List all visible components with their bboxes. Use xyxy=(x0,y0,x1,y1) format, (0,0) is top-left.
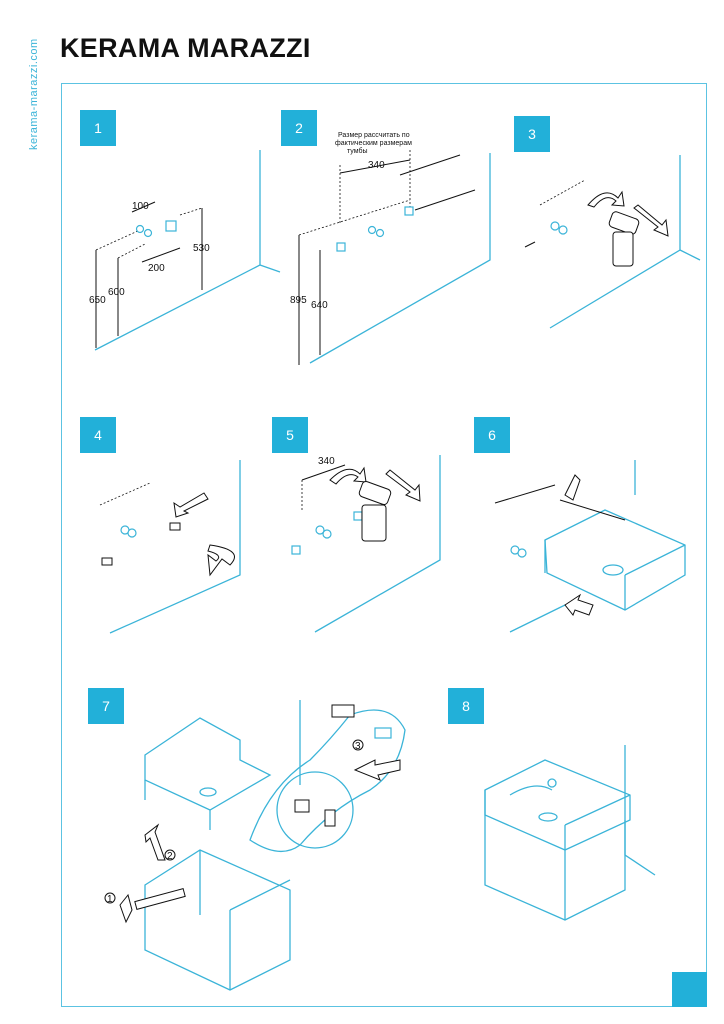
step6-push-arrow-icon xyxy=(564,593,594,616)
step1-dim-100 xyxy=(131,201,156,213)
step7-diagram: 2 1 3 xyxy=(104,700,406,991)
step4-diagram xyxy=(99,460,241,634)
step-badge-8: 8 xyxy=(448,688,484,724)
step5-label-340: 340 xyxy=(318,456,335,467)
step2-wall-corner xyxy=(309,153,491,364)
step7-bracket-detail-icon xyxy=(294,799,310,813)
step5-move-arrow-icon xyxy=(385,469,421,502)
step7-callout-3-label: 3 xyxy=(355,741,361,752)
step-badge-6: 6 xyxy=(474,417,510,453)
step3-dowel-icon xyxy=(524,241,536,248)
step-badge-5: 5 xyxy=(272,417,308,453)
step4-turn-arrow-icon xyxy=(207,544,235,577)
step1-wall-corner xyxy=(94,150,261,351)
step5-drill-icon xyxy=(358,480,392,506)
step3-rotate-arrow-icon xyxy=(587,190,625,208)
step-badge-3: 3 xyxy=(514,116,550,152)
step7-callout-3 xyxy=(352,739,364,751)
step1-label-100: 100 xyxy=(132,201,149,212)
step-badge-4: 4 xyxy=(80,417,116,453)
step1-label-600: 600 xyxy=(108,287,125,298)
step2-note-line2: фактическим размерам xyxy=(335,140,412,147)
step-badge-7: 7 xyxy=(88,688,124,724)
brand-title: KERAMA MARAZZI xyxy=(60,33,311,63)
step1-diagram: 100 200 530 600 650 xyxy=(89,150,281,351)
step6-screw-right-icon xyxy=(559,499,626,521)
step7-callout-1 xyxy=(104,892,116,904)
step4-bracket-right-icon xyxy=(169,522,181,531)
step2-diagram: Размер рассчитать по фактическим размера… xyxy=(290,132,491,365)
step1-socket-icon xyxy=(165,220,177,232)
step2-label-640: 640 xyxy=(311,300,328,311)
step3-pipe-fitting-icon xyxy=(550,221,560,231)
step1-dim-200 xyxy=(141,247,181,263)
step-badge-2: 2 xyxy=(281,110,317,146)
step6-diagram xyxy=(494,460,686,633)
step7-callout-1-label: 1 xyxy=(107,894,113,905)
step7-lift-arrow-icon xyxy=(144,823,166,861)
step3-diagram xyxy=(524,155,701,329)
website-url: kerama-marazzi.com xyxy=(28,38,40,150)
step1-label-200: 200 xyxy=(148,263,165,274)
step6-wrench-icon xyxy=(564,474,581,501)
step5-wall-corner xyxy=(314,455,441,633)
step1-label-530: 530 xyxy=(193,243,210,254)
step4-wall-corner xyxy=(109,460,241,634)
corner-accent-square xyxy=(672,972,707,1007)
step6-washbasin-icon xyxy=(544,509,686,611)
step6-screw-left-icon xyxy=(494,484,556,504)
step4-insert-arrow-icon xyxy=(173,492,209,518)
step2-level-tool xyxy=(399,154,461,176)
step5-pipe-fitting-icon xyxy=(315,525,325,535)
step7-sealant-gun-icon xyxy=(134,888,186,910)
step7-detail-callout-balloon xyxy=(249,709,406,852)
instruction-frame xyxy=(61,83,707,1007)
step1-label-650: 650 xyxy=(89,295,106,306)
step4-bracket-left-icon xyxy=(101,557,113,566)
step2-note-line1: Размер рассчитать по xyxy=(338,132,410,139)
step2-label-340: 340 xyxy=(368,160,385,171)
step8-diagram xyxy=(484,745,656,921)
step3-drill-icon xyxy=(608,211,640,235)
step2-pipe-fitting-icon xyxy=(367,225,377,235)
step7-callout-2 xyxy=(164,849,176,861)
step2-bracket-right-icon xyxy=(404,206,414,216)
step7-slide-arrow-icon xyxy=(353,759,401,781)
step2-note-line3: тумбы xyxy=(347,147,367,155)
step7-callout-2-label: 2 xyxy=(167,851,173,862)
step2-bracket-left-icon xyxy=(336,242,346,252)
step7-washbasin-icon xyxy=(144,717,272,811)
step8-cabinet-icon xyxy=(484,815,626,921)
step2-label-895: 895 xyxy=(290,295,307,306)
step7-cabinet-icon xyxy=(144,849,291,991)
step5-rotate-arrow-icon xyxy=(329,466,367,485)
step8-faucet-icon xyxy=(547,778,557,788)
step7-detail-circle xyxy=(276,771,354,849)
step1-pipe-fitting-icon xyxy=(135,224,145,234)
step5-diagram: 340 xyxy=(291,455,441,633)
step3-move-arrow-icon xyxy=(633,204,669,237)
step-badge-1: 1 xyxy=(80,110,116,146)
